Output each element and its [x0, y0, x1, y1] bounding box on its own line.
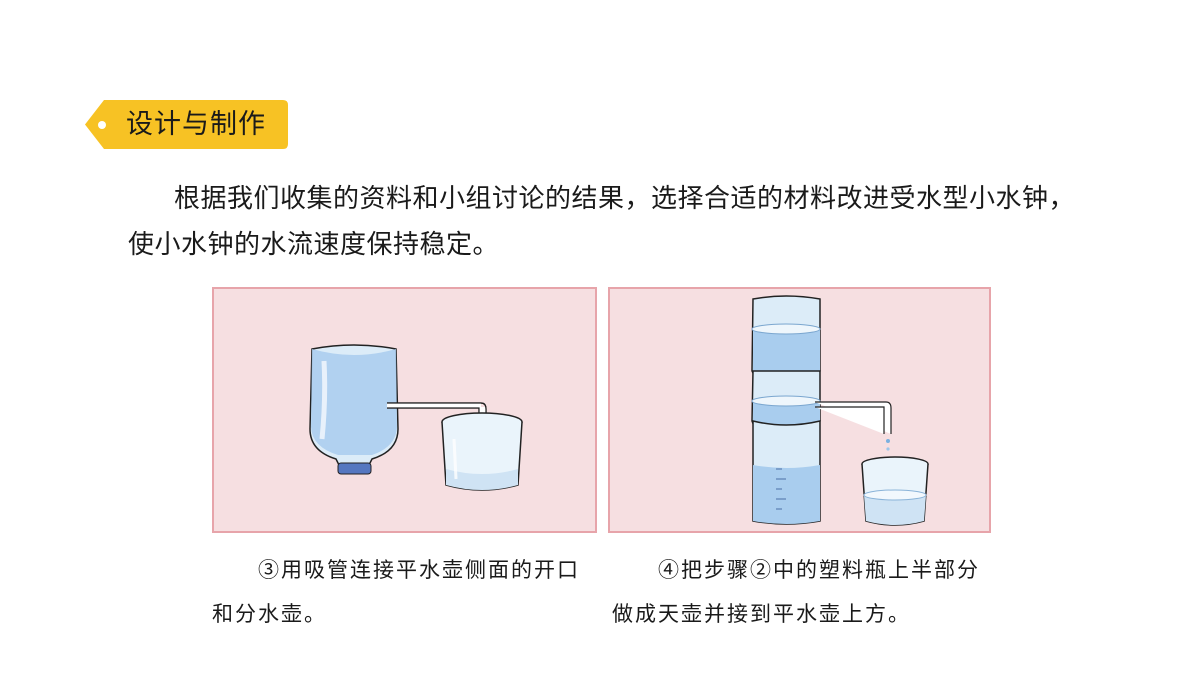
intro-paragraph: 根据我们收集的资料和小组讨论的结果，选择合适的材料改进受水型小水钟，使小水钟的水… [128, 176, 1088, 268]
step-3-illustration [309, 344, 523, 491]
tag-dot-icon [98, 121, 106, 129]
step-4-illustration [751, 295, 929, 526]
figure-step-3 [212, 287, 597, 533]
bottle-cap-icon [337, 462, 372, 475]
caption-step-3-text: ③用吸管连接平水壶侧面的开口和分水壶。 [212, 558, 580, 626]
section-title: 设计与制作 [126, 109, 266, 140]
tag-shape [85, 100, 288, 149]
section-tag: 设计与制作 [84, 99, 289, 150]
caption-step-3: ③用吸管连接平水壶侧面的开口和分水壶。 [212, 548, 597, 636]
caption-step-4: ④把步骤②中的塑料瓶上半部分做成天壶并接到平水壶上方。 [612, 548, 997, 636]
figure-step-4 [608, 287, 991, 533]
caption-step-4-text: ④把步骤②中的塑料瓶上半部分做成天壶并接到平水壶上方。 [612, 558, 980, 626]
intro-text: 根据我们收集的资料和小组讨论的结果，选择合适的材料改进受水型小水钟，使小水钟的水… [128, 184, 1076, 260]
